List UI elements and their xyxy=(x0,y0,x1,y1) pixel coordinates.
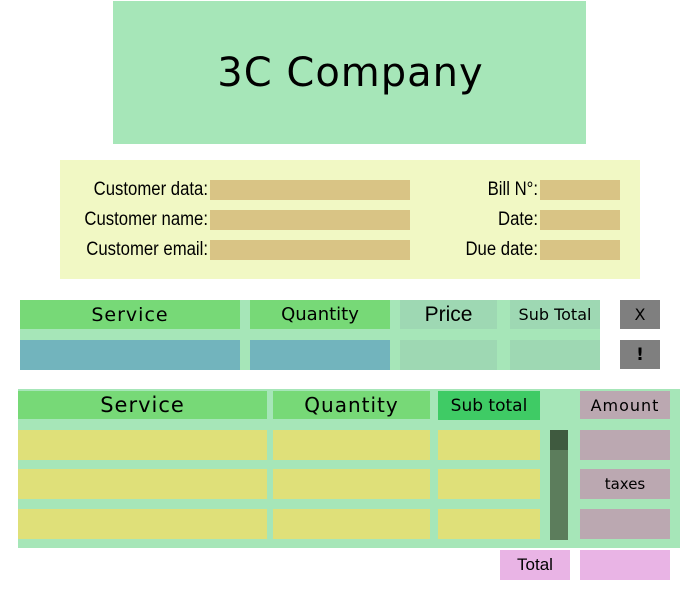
due-date-field[interactable] xyxy=(540,240,620,260)
total-value xyxy=(580,550,670,580)
table-quantity-header: Quantity xyxy=(273,391,430,419)
entry-subtotal-value xyxy=(510,340,600,370)
entry-quantity-header: Quantity xyxy=(250,300,390,329)
customer-data-label: Customer data: xyxy=(93,179,208,200)
company-title: 3C Company xyxy=(217,49,484,96)
table-row-2-quantity xyxy=(273,469,430,499)
total-label: Total xyxy=(500,550,570,580)
entry-price-value xyxy=(400,340,497,370)
table-row-1-service xyxy=(18,430,267,460)
date-field[interactable] xyxy=(540,210,620,230)
customer-data-field[interactable] xyxy=(210,180,410,200)
table-row-3-subtotal xyxy=(438,509,540,539)
table-service-header: Service xyxy=(18,391,267,419)
bill-number-label: Bill N°: xyxy=(487,179,538,200)
taxes-value xyxy=(580,509,670,539)
entry-service-header: Service xyxy=(20,300,240,329)
table-amount-header: Amount xyxy=(580,391,670,419)
taxes-label: taxes xyxy=(580,469,670,499)
bill-number-field[interactable] xyxy=(540,180,620,200)
table-row-1-subtotal xyxy=(438,430,540,460)
alert-button[interactable]: ! xyxy=(620,340,660,369)
table-row-1-quantity xyxy=(273,430,430,460)
table-row-2-subtotal xyxy=(438,469,540,499)
customer-email-label: Customer email: xyxy=(86,239,208,260)
entry-price-header: Price xyxy=(400,300,497,329)
due-date-label: Due date: xyxy=(465,239,538,260)
table-scrollbar-thumb[interactable] xyxy=(550,430,568,450)
table-row-3-quantity xyxy=(273,509,430,539)
table-scrollbar[interactable] xyxy=(550,430,568,540)
customer-name-label: Customer name: xyxy=(84,209,208,230)
company-header: 3C Company xyxy=(113,1,586,144)
date-label: Date: xyxy=(498,209,538,230)
entry-subtotal-header: Sub Total xyxy=(510,300,600,329)
entry-quantity-input[interactable] xyxy=(250,340,390,370)
customer-name-field[interactable] xyxy=(210,210,410,230)
customer-email-field[interactable] xyxy=(210,240,410,260)
table-subtotal-header: Sub total xyxy=(438,391,540,420)
entry-service-input[interactable] xyxy=(20,340,240,370)
alert-icon: ! xyxy=(636,344,644,365)
amount-value xyxy=(580,430,670,460)
table-row-3-service xyxy=(18,509,267,539)
table-row-2-service xyxy=(18,469,267,499)
remove-button[interactable]: X xyxy=(620,300,660,329)
